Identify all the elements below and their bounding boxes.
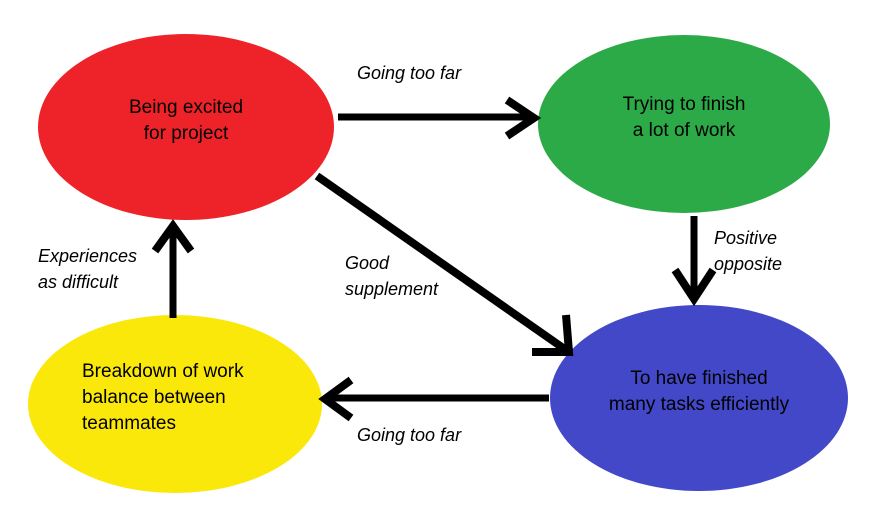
edge-arrow-excited-to-finished: [314, 172, 574, 356]
edge-arrow-breakdown-to-excited: [151, 219, 195, 318]
edge-label-breakdown-to-excited: Experiences as difficult: [38, 246, 138, 292]
node-trying-to-finish[interactable]: [538, 35, 830, 213]
edge-arrow-excited-to-trying: [338, 96, 542, 140]
edge-label-finished-to-breakdown: Going too far: [357, 425, 462, 445]
node-ellipse-finished-many-tasks[interactable]: [550, 305, 848, 491]
edge-arrow-trying-to-finished: [671, 216, 717, 307]
node-ellipse-breakdown-of-work[interactable]: [28, 315, 322, 493]
node-finished-many-tasks[interactable]: [550, 305, 848, 491]
edge-label-excited-to-trying: Going too far: [357, 63, 462, 83]
edge-arrow-finished-to-breakdown: [318, 376, 549, 422]
edge-label-trying-to-finished: Positive opposite: [714, 228, 783, 274]
node-being-excited[interactable]: [38, 34, 334, 220]
node-breakdown-of-work[interactable]: [28, 315, 322, 493]
node-ellipse-trying-to-finish[interactable]: [538, 35, 830, 213]
edge-label-excited-to-finished: Good supplement: [345, 253, 439, 299]
node-ellipse-being-excited[interactable]: [38, 34, 334, 220]
